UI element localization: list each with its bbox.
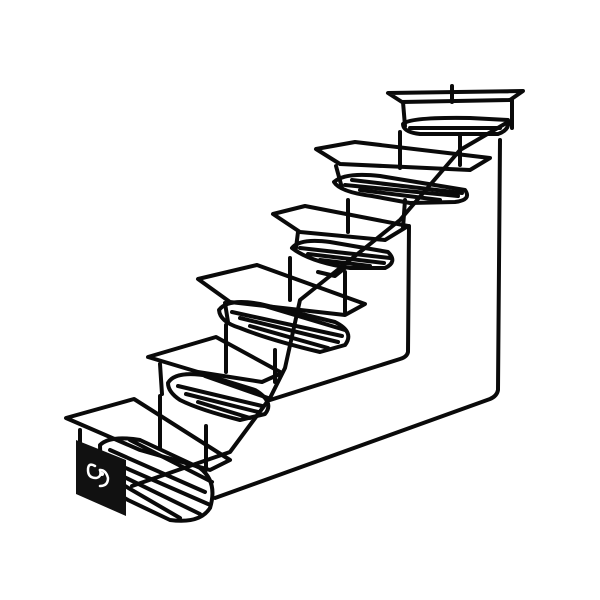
tier-2-shelf [146,323,284,422]
brand-plate [76,440,126,516]
tier-6-bar-tray [401,115,511,136]
tier-3-bar-tray [217,300,351,354]
tier-5-bar-tray [332,172,469,205]
rear-support-frame [130,120,510,500]
tier-5-shelf [314,130,492,205]
tier-4-bar-tray [290,238,395,278]
tier-2-bar-tray [166,372,271,422]
tier-4-shelf [271,198,410,278]
tier-6-shelf [386,84,525,136]
brand-swirl-logo-icon [86,463,110,488]
tier-3-shelf [196,256,367,354]
